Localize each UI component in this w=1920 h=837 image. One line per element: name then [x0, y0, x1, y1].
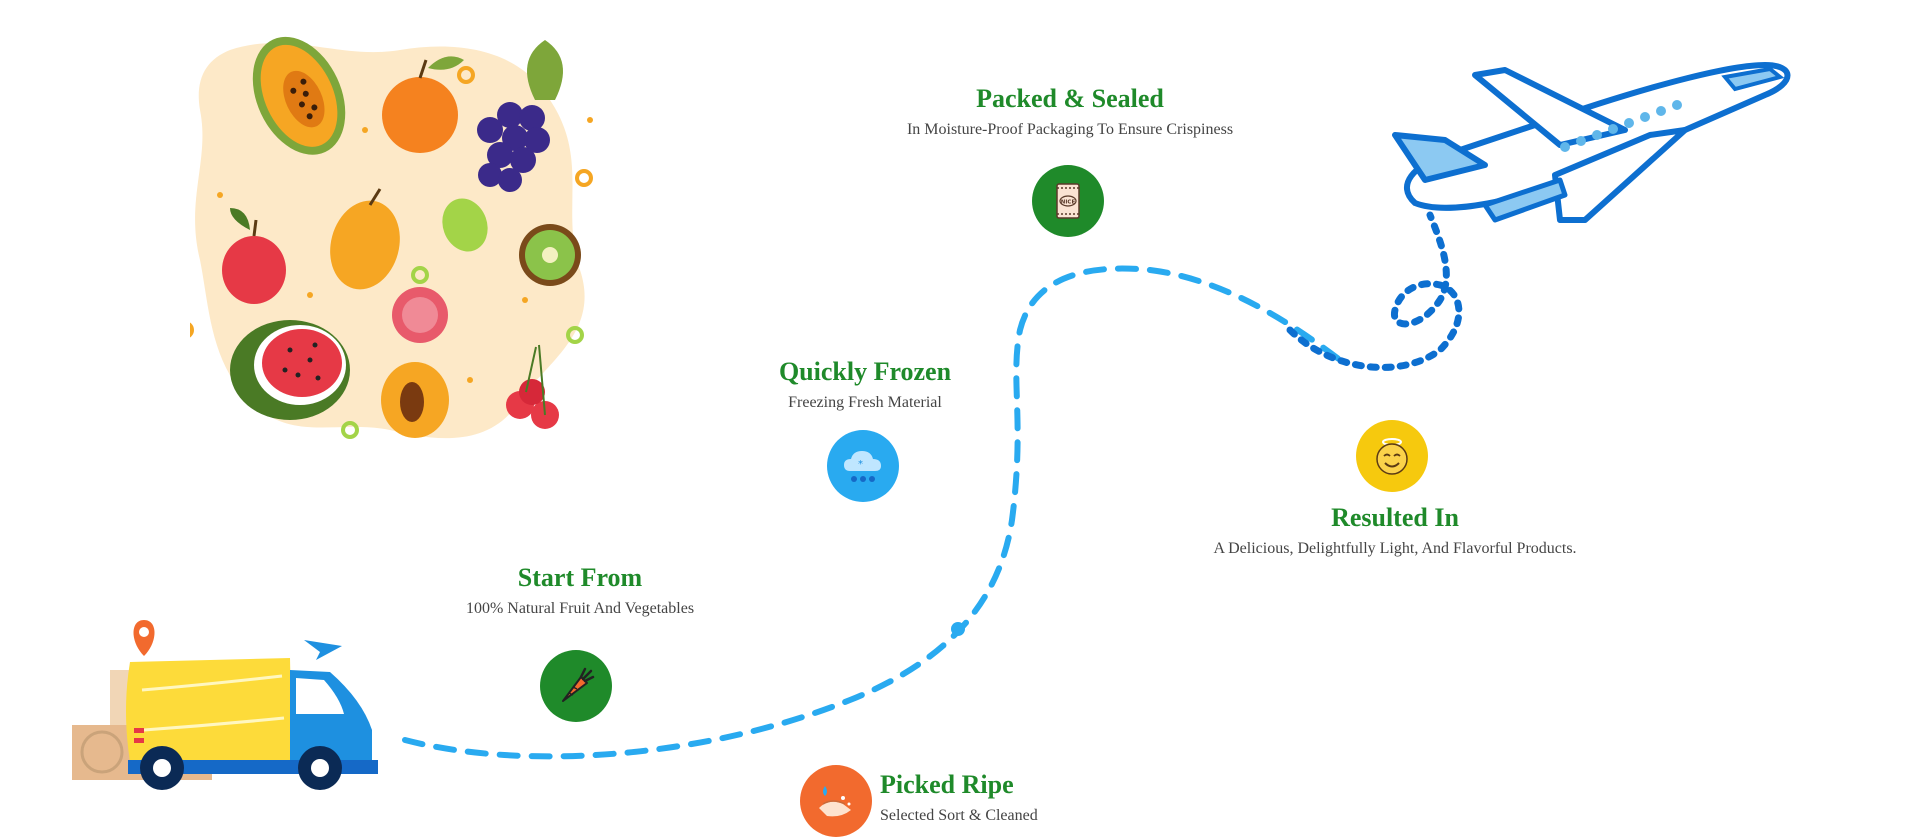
delivery-truck-illustration — [72, 620, 378, 790]
step-result-badge — [1356, 420, 1428, 492]
step-start-from: Start From 100% Natural Fruit And Vegeta… — [430, 563, 730, 619]
step-title: Resulted In — [1331, 503, 1459, 532]
step-picked-ripe: Picked Ripe Selected Sort & Cleaned — [880, 770, 1070, 826]
step-title: Packed & Sealed — [976, 84, 1164, 113]
airplane-illustration — [1392, 62, 1791, 223]
step-subtitle: Freezing Fresh Material — [788, 394, 942, 411]
svg-text:*: * — [858, 459, 863, 470]
step-subtitle: 100% Natural Fruit And Vegetables — [465, 600, 695, 617]
step-quickly-frozen: Quickly Frozen Freezing Fresh Material — [740, 357, 990, 413]
smiling-angel-icon — [1376, 438, 1408, 475]
step-title: Picked Ripe — [880, 770, 1014, 799]
step-packed-sealed: Packed & Sealed In Moisture-Proof Packag… — [870, 84, 1270, 140]
grapes — [477, 102, 550, 192]
step-subtitle: A Delicious, Delightfully Light, And Fla… — [1213, 540, 1577, 557]
step-picked-badge — [800, 765, 872, 837]
step-title: Quickly Frozen — [778, 357, 952, 386]
package-label: NICE — [1061, 200, 1076, 206]
step-subtitle: Selected Sort & Cleaned — [880, 807, 1038, 824]
step-packed-badge: NICE — [1032, 165, 1104, 237]
step-subtitle: In Moisture-Proof Packaging To Ensure Cr… — [906, 121, 1234, 138]
step-resulted-in: Resulted In A Delicious, Delightfully Li… — [1175, 503, 1615, 559]
step-title: Start From — [517, 563, 643, 592]
package-icon: NICE — [1056, 183, 1080, 219]
snow-cloud-icon: * — [844, 451, 881, 482]
step-start-badge — [540, 650, 612, 722]
papaya — [252, 36, 346, 155]
fruit-collage-illustration — [190, 36, 593, 439]
washing-hands-icon — [819, 786, 851, 817]
carrot-icon — [562, 667, 595, 702]
step-frozen-badge: * — [827, 430, 899, 502]
